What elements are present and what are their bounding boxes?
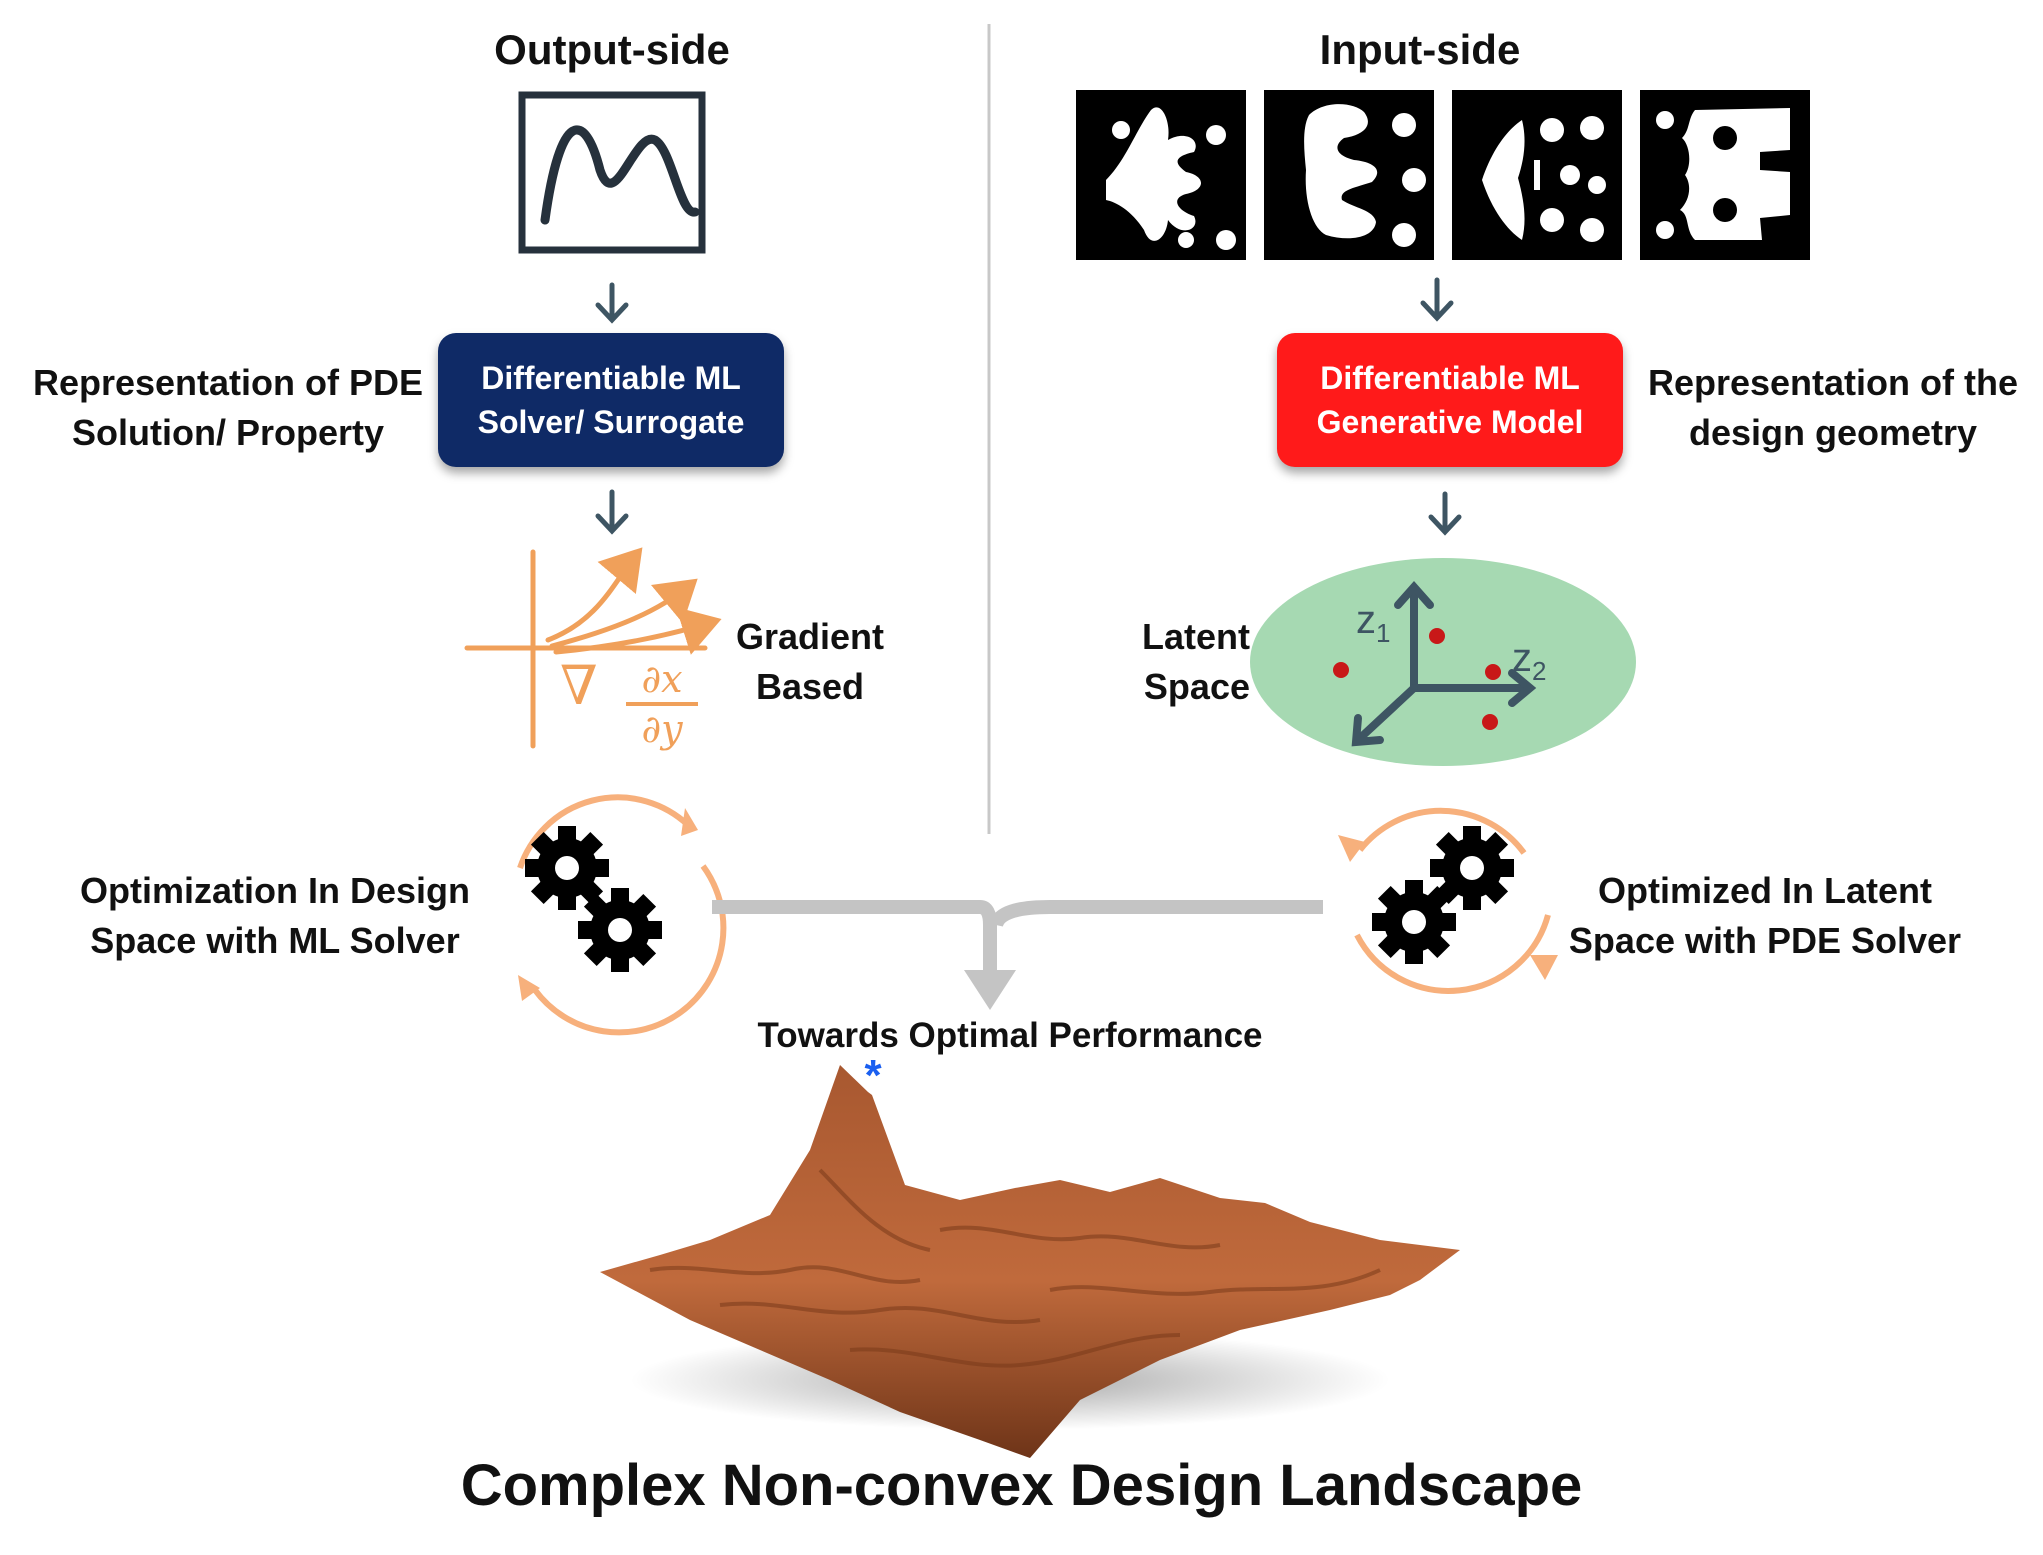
ml-solver-line2: Solver/ Surrogate bbox=[477, 404, 745, 440]
design-geometry-pattern-icon bbox=[1452, 90, 1622, 260]
input-side-heading: Input-side bbox=[1319, 26, 1521, 73]
ml-generative-model-box: Differentiable ML Generative Model bbox=[1277, 333, 1623, 467]
latent-space-label: Latent Space bbox=[1142, 616, 1250, 707]
ml-solver-surrogate-box: Differentiable ML Solver/ Surrogate bbox=[438, 333, 784, 467]
partial-numerator: ∂x bbox=[641, 657, 683, 701]
gears-cycle-icon bbox=[1338, 807, 1558, 994]
partial-denominator: ∂y bbox=[641, 707, 683, 751]
z2-axis-label: z2 bbox=[1512, 636, 1547, 686]
arrow-down-icon bbox=[1428, 491, 1462, 536]
nabla-symbol: ∇ bbox=[560, 654, 598, 717]
fraction-bar bbox=[626, 702, 698, 706]
gradient-based-label: Gradient Based bbox=[735, 616, 885, 707]
output-side-heading: Output-side bbox=[494, 26, 730, 73]
arrow-down-icon bbox=[595, 282, 629, 324]
diagram-title: Complex Non-convex Design Landscape bbox=[460, 1453, 1583, 1518]
z1-axis-label: z1 bbox=[1356, 598, 1391, 648]
arrow-down-icon bbox=[964, 970, 1016, 1010]
ml-generative-line1: Differentiable ML bbox=[1320, 360, 1580, 396]
signal-plot-icon bbox=[518, 91, 706, 254]
ml-solver-line1: Differentiable ML bbox=[481, 360, 741, 396]
gears-cycle-icon bbox=[517, 794, 727, 1036]
merge-connector bbox=[712, 900, 1323, 975]
optimized-latent-space-label: Optimized In Latent Space with PDE Solve… bbox=[1568, 870, 1962, 961]
arrow-down-icon bbox=[1420, 277, 1454, 322]
latent-space-icon bbox=[1250, 558, 1636, 766]
landscape-mountain-image bbox=[600, 1065, 1460, 1458]
ml-generative-line2: Generative Model bbox=[1316, 404, 1584, 440]
partial-derivative-formula: ∂x ∂y bbox=[626, 658, 698, 750]
optimization-design-space-label: Optimization In Design Space with ML Sol… bbox=[79, 870, 470, 961]
arrow-down-icon bbox=[595, 489, 629, 535]
towards-optimal-label: Towards Optimal Performance bbox=[757, 1016, 1263, 1055]
design-geometry-pattern-icon bbox=[1076, 90, 1246, 260]
gradient-curves-icon bbox=[464, 547, 722, 749]
design-geometry-pattern-icon bbox=[1264, 90, 1434, 260]
pde-representation-label: Representation of PDE Solution/ Property bbox=[32, 362, 424, 453]
design-geometry-representation-label: Representation of the design geometry bbox=[1647, 362, 2019, 453]
design-geometry-pattern-icon bbox=[1640, 90, 1810, 260]
optimum-marker: * bbox=[864, 1051, 882, 1100]
